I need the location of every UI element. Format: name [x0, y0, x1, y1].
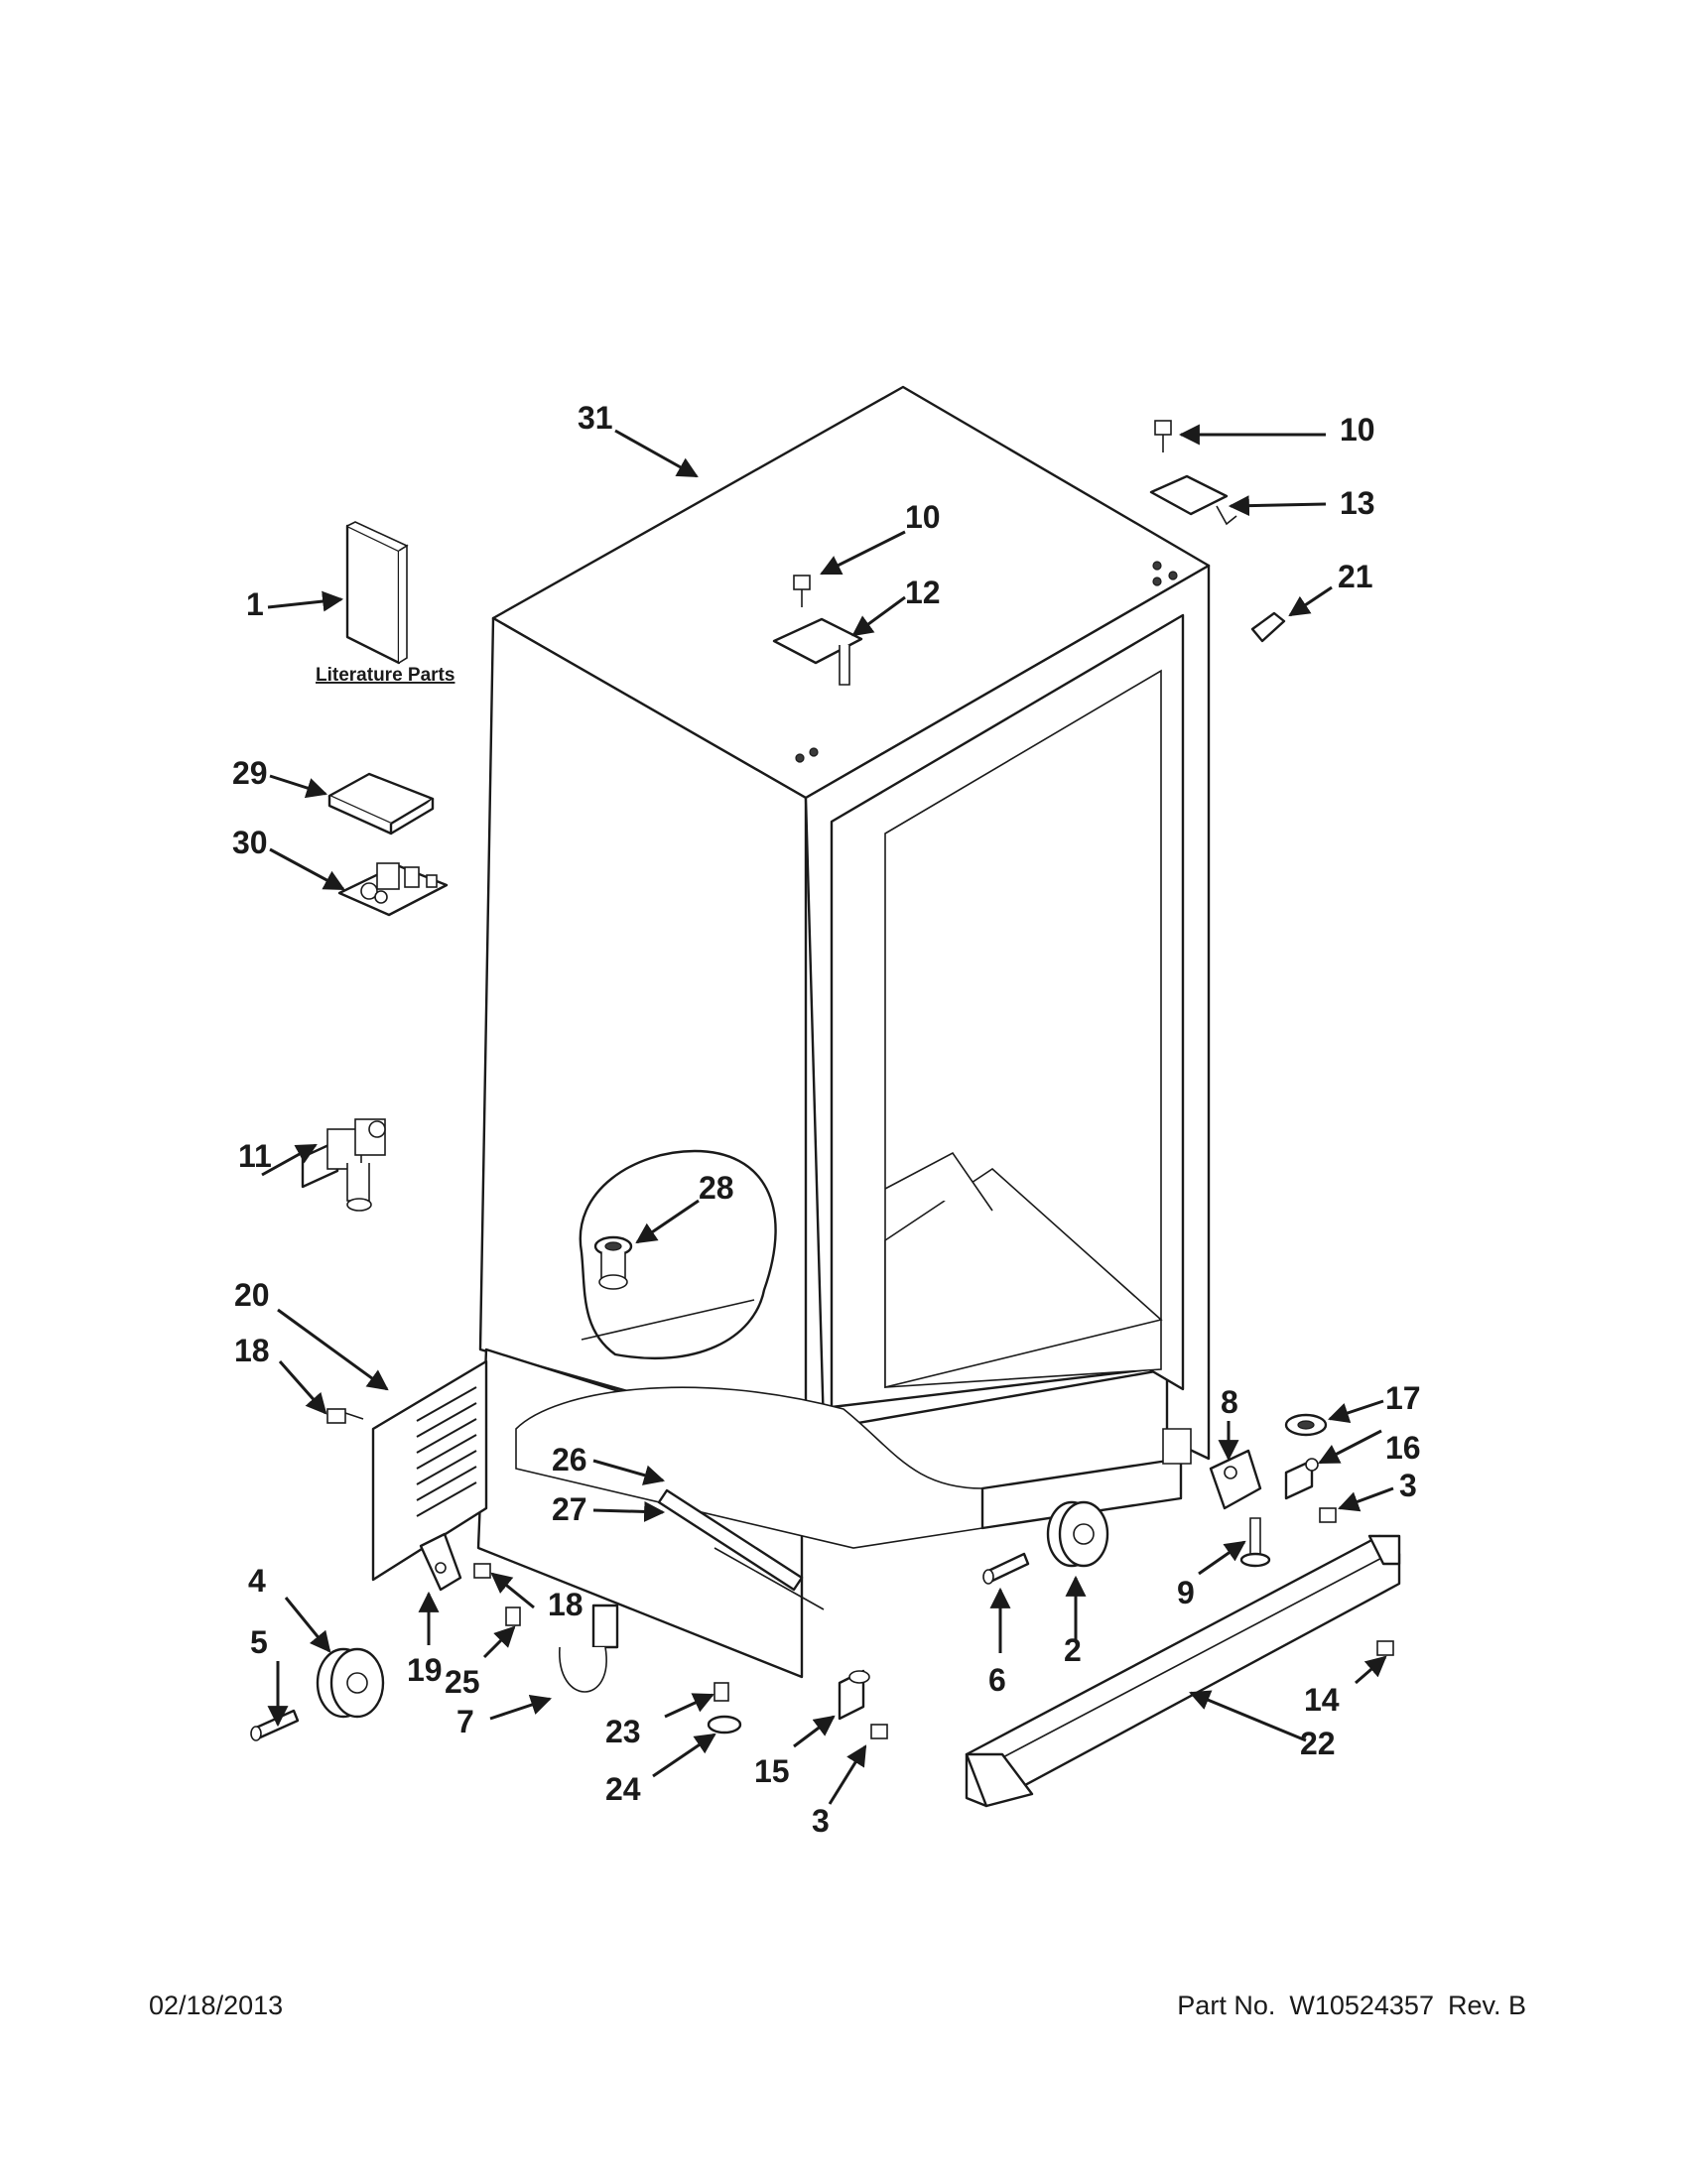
- callout-27: 27: [552, 1491, 587, 1527]
- callout-1: 1: [246, 586, 264, 622]
- callout-7: 7: [456, 1704, 474, 1739]
- leader-lines: [261, 424, 1394, 1805]
- drain-tubes: [657, 1488, 825, 1610]
- callout-3: 3: [1399, 1468, 1417, 1503]
- callout-31: 31: [578, 400, 613, 436]
- upper-hinge-12: [772, 617, 863, 686]
- callout-26: 26: [552, 1442, 587, 1477]
- cam-17: [1284, 1413, 1328, 1437]
- callout-10: 10: [1340, 412, 1375, 448]
- callout-9: 9: [1177, 1575, 1195, 1610]
- part-number-label: Part No.: [1177, 1991, 1276, 2020]
- callout-8: 8: [1221, 1384, 1238, 1420]
- callout-labels: 31 10 13 21 10 12 1 Literature Parts 29 …: [232, 400, 1421, 1839]
- callout-15: 15: [754, 1753, 790, 1789]
- axle-5: [250, 1709, 300, 1741]
- leveler: [1239, 1517, 1271, 1568]
- screw-10-center: [793, 575, 811, 607]
- footer-part-info: Part No. W10524357 Rev. B: [1177, 1991, 1526, 2021]
- callout-10: 10: [905, 499, 941, 535]
- callout-3: 3: [812, 1803, 830, 1839]
- axle-6: [982, 1552, 1030, 1585]
- callout-12: 12: [905, 575, 941, 610]
- callout-25: 25: [445, 1664, 480, 1700]
- callout-18: 18: [234, 1333, 270, 1368]
- callout-4: 4: [248, 1563, 266, 1599]
- rear-panel: [371, 1359, 488, 1582]
- callout-29: 29: [232, 755, 268, 791]
- refrigerator-cabinet: [476, 385, 1211, 1679]
- cam-24: [707, 1715, 742, 1734]
- front-roller: [1046, 1500, 1109, 1568]
- callout-14: 14: [1304, 1682, 1340, 1718]
- lower-hinge: [1209, 1449, 1262, 1510]
- upper-hinge-13: [1149, 474, 1237, 526]
- callout-11: 11: [238, 1138, 272, 1174]
- callout-5: 5: [250, 1624, 268, 1660]
- screw-3-bottom: [870, 1724, 888, 1739]
- callout-21: 21: [1338, 559, 1373, 594]
- base-grille: [965, 1534, 1401, 1808]
- grommet: [593, 1235, 633, 1290]
- callout-23: 23: [605, 1714, 641, 1749]
- bracket-15: [838, 1669, 870, 1721]
- callout-22: 22: [1300, 1726, 1336, 1761]
- control-cover: [327, 772, 435, 835]
- footer-date: 02/18/2013: [149, 1991, 284, 2020]
- revision: Rev. B: [1447, 1991, 1526, 2020]
- callout-28: 28: [699, 1170, 734, 1206]
- screw-10-right: [1154, 420, 1172, 452]
- screw-18-top: [326, 1408, 364, 1424]
- bracket-19: [419, 1532, 462, 1592]
- callout-16: 16: [1385, 1430, 1421, 1466]
- control-board: [337, 862, 449, 917]
- callout-17: 17: [1385, 1380, 1421, 1416]
- callout-18: 18: [548, 1587, 584, 1622]
- callout-2: 2: [1064, 1632, 1082, 1668]
- rear-roller: [316, 1647, 385, 1719]
- part-number: W10524357: [1289, 1991, 1434, 2020]
- screw-23: [714, 1682, 729, 1702]
- water-valve: [301, 1118, 386, 1212]
- screw-18-bottom: [473, 1563, 491, 1579]
- callout-19: 19: [407, 1652, 443, 1688]
- callout-24: 24: [605, 1771, 641, 1807]
- screw-3-right: [1319, 1507, 1337, 1523]
- literature-parts: [345, 521, 409, 665]
- callout-6: 6: [988, 1662, 1006, 1698]
- stop-21: [1250, 611, 1286, 643]
- callout-20: 20: [234, 1277, 270, 1313]
- callout-30: 30: [232, 825, 268, 860]
- literature-parts-label: Literature Parts: [316, 665, 454, 686]
- screw-14: [1376, 1640, 1394, 1656]
- drain-tube-7: [559, 1604, 619, 1693]
- screw-25: [505, 1606, 521, 1626]
- bracket-16: [1284, 1458, 1319, 1500]
- callout-13: 13: [1340, 485, 1375, 521]
